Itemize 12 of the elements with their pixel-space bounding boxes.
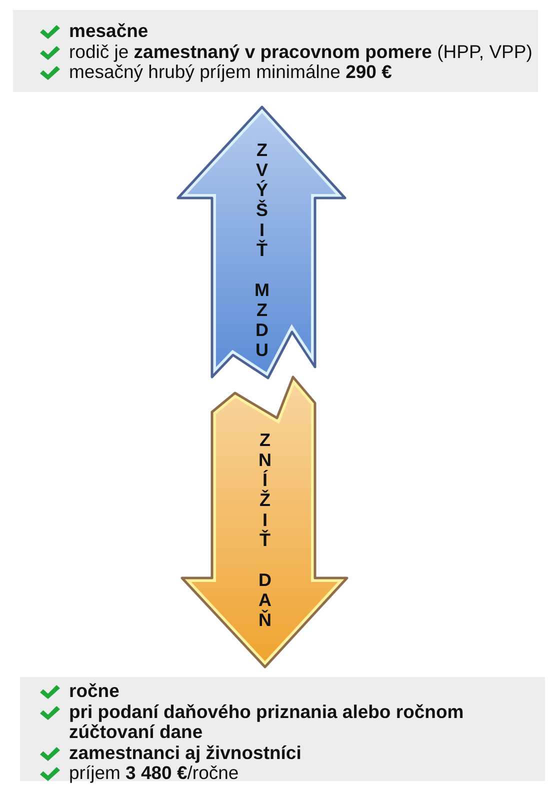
- up-arrow: [176, 106, 346, 380]
- list-item-text: mesačný hrubý príjem minimálne 290 €: [69, 62, 392, 82]
- list-item-text: rodič je zamestnaný v pracovnom pomere (HPP, VPP): [69, 42, 532, 62]
- down-arrow: [180, 376, 348, 668]
- info-panel: [13, 10, 538, 92]
- list-item-text: mesačne: [69, 21, 148, 42]
- list-item-text: zamestnanci aj živnostníci: [69, 742, 302, 763]
- edge-label: ZNÍŽIŤ DAŇ: [258, 430, 272, 630]
- list-item-text: príjem 3 480 €/ročne: [69, 763, 239, 784]
- edge-label: ZVÝŠIŤ MZDU: [254, 140, 270, 360]
- list-item-text: ročne: [69, 681, 120, 702]
- info-panel: [20, 677, 545, 781]
